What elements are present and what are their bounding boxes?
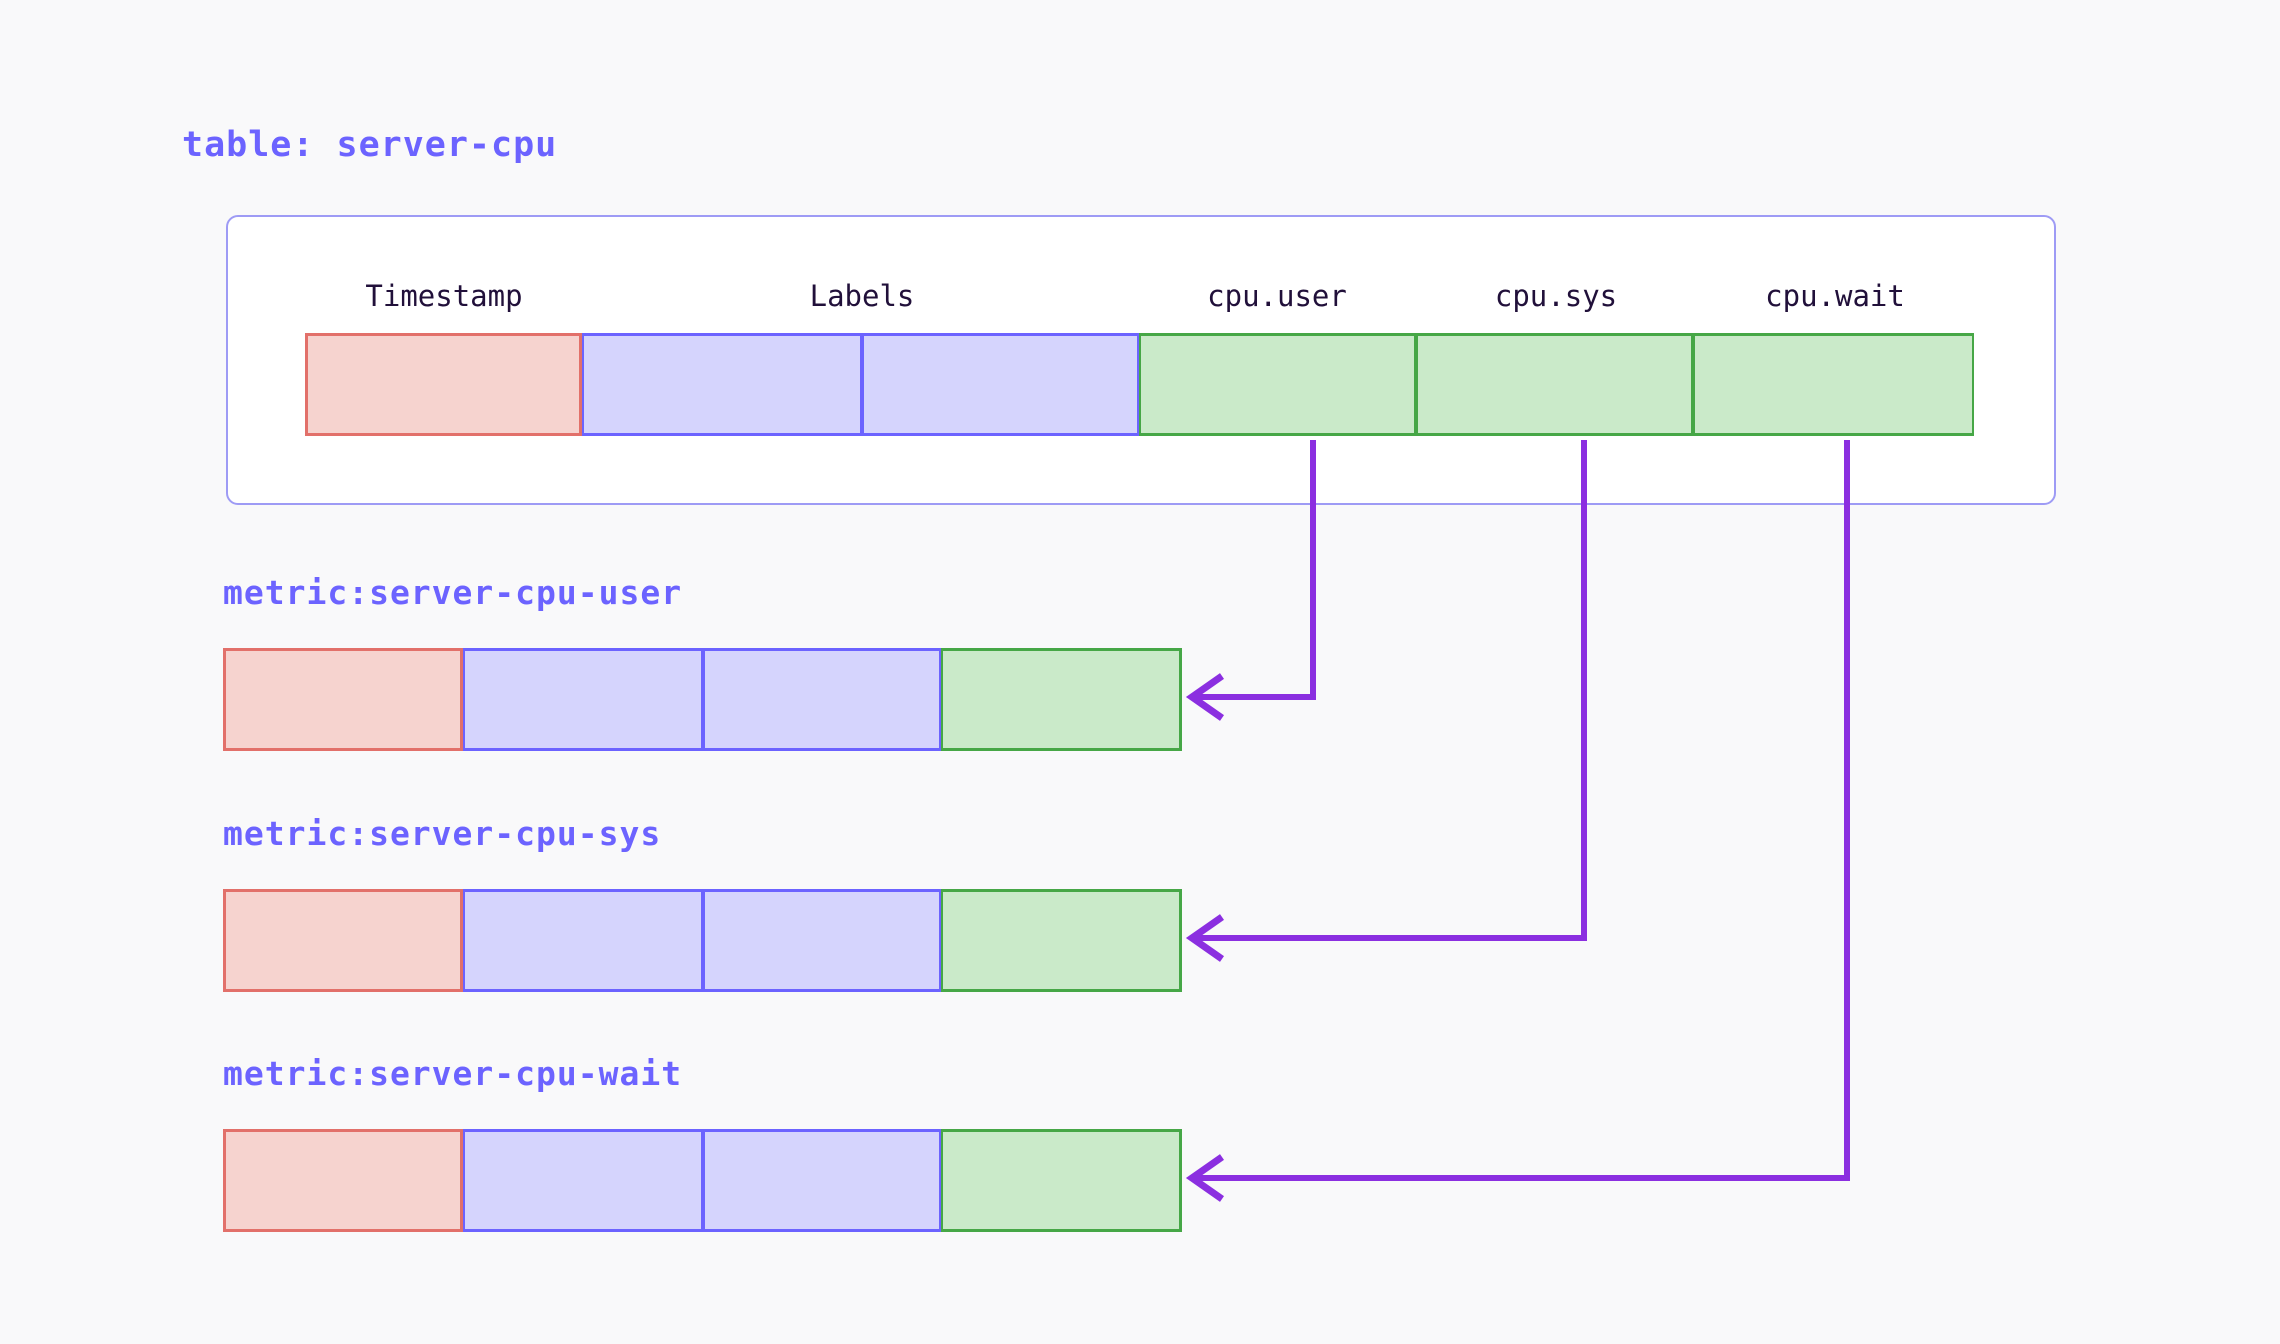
metric-cell-labels <box>703 889 941 992</box>
metric-cell-labels <box>703 1129 941 1232</box>
column-header-labels: Labels <box>809 279 915 313</box>
column-header-cpu-sys: cpu.sys <box>1494 279 1618 313</box>
table-title: table: server-cpu <box>182 125 558 165</box>
column-header-timestamp: Timestamp <box>365 279 523 313</box>
metric-cell-value <box>941 648 1182 751</box>
metric-title: metric:server-cpu-sys <box>223 814 662 853</box>
metric-cell-timestamp <box>223 648 463 751</box>
column-header-cpu-wait: cpu.wait <box>1765 279 1905 313</box>
metric-cell-value <box>941 1129 1182 1232</box>
table-cell-value <box>1139 333 1416 436</box>
table-cell-value <box>1693 333 1974 436</box>
metric-title: metric:server-cpu-wait <box>223 1054 683 1093</box>
metric-title: metric:server-cpu-user <box>223 573 683 612</box>
table-cell-timestamp <box>305 333 582 436</box>
table-cell-labels <box>582 333 862 436</box>
metric-cell-labels <box>463 648 703 751</box>
column-header-cpu-user: cpu.user <box>1207 279 1347 313</box>
metric-cell-timestamp <box>223 889 463 992</box>
metric-cell-labels <box>463 889 703 992</box>
metric-cell-timestamp <box>223 1129 463 1232</box>
table-cell-value <box>1416 333 1693 436</box>
metric-cell-labels <box>463 1129 703 1232</box>
table-cell-labels <box>862 333 1139 436</box>
metric-cell-value <box>941 889 1182 992</box>
connector-cpu-sys-to-metric <box>1185 440 1587 962</box>
connector-cpu-wait-to-metric <box>1185 440 1850 1202</box>
metric-cell-labels <box>703 648 941 751</box>
